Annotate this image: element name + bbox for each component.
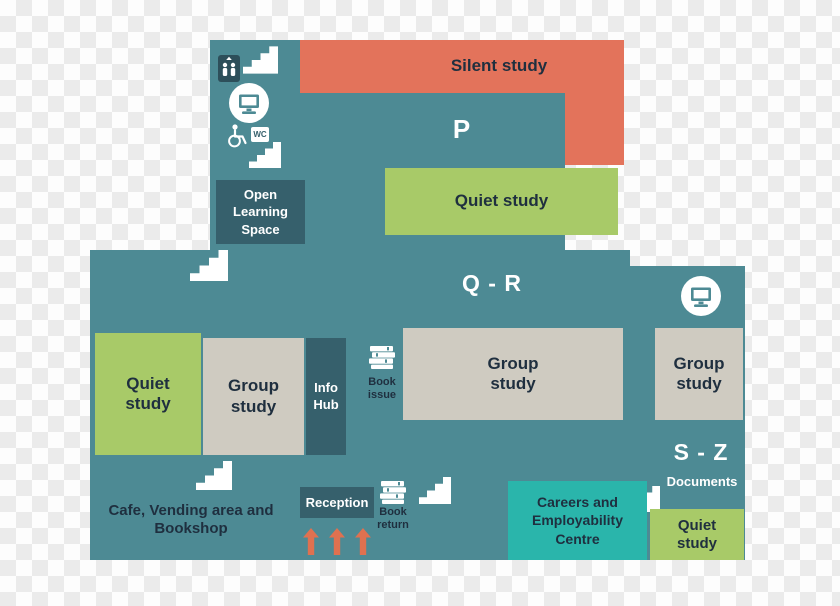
up-arrow-icon bbox=[329, 528, 345, 555]
group-study-centre-label: Group study bbox=[487, 353, 539, 393]
cafe-area-label: Cafe, Vending area and Bookshop bbox=[108, 502, 274, 537]
stairs-icon bbox=[196, 461, 232, 490]
wc-icon: WC bbox=[251, 127, 269, 142]
wc-icon-label: WC bbox=[253, 130, 267, 139]
group-study-left-area: Group study bbox=[203, 338, 304, 455]
zone-p-label-wrap: P bbox=[300, 93, 624, 165]
documents-label-wrap: Documents bbox=[660, 473, 744, 490]
open-learning-space-area: Open Learning Space bbox=[216, 180, 305, 244]
zone-sz-label: S - Z bbox=[673, 438, 729, 465]
entrance-arrows bbox=[300, 528, 374, 556]
book-issue-label-wrap: Book issue bbox=[354, 374, 410, 404]
computer-icon bbox=[681, 276, 721, 316]
reception-area: Reception bbox=[300, 487, 374, 518]
careers-centre-label: Careers and Employability Centre bbox=[531, 494, 624, 547]
computer-icon bbox=[229, 83, 269, 123]
book-issue-label: Book issue bbox=[367, 375, 397, 401]
up-arrow-icon bbox=[355, 528, 371, 555]
documents-label: Documents bbox=[666, 474, 738, 489]
up-arrow-icon bbox=[303, 528, 319, 555]
books-icon bbox=[380, 481, 406, 504]
silent-study-label-wrap: Silent study bbox=[364, 40, 634, 93]
quiet-study-bottom-label: Quiet study bbox=[676, 516, 717, 552]
book-return-label: Book return bbox=[377, 505, 409, 531]
group-study-centre-area: Group study bbox=[403, 328, 623, 420]
silent-study-label: Silent study bbox=[450, 56, 548, 76]
quiet-study-left-label: Quiet study bbox=[125, 373, 171, 413]
stairs-icon bbox=[249, 142, 281, 168]
cafe-area-label-wrap: Cafe, Vending area and Bookshop bbox=[100, 502, 282, 538]
quiet-study-left-area: Quiet study bbox=[95, 333, 201, 455]
zone-sz-label-wrap: S - Z bbox=[662, 438, 740, 466]
careers-centre-area: Careers and Employability Centre bbox=[508, 481, 647, 560]
quiet-study-bottom-area: Quiet study bbox=[650, 509, 744, 560]
zone-p-label: P bbox=[452, 113, 472, 144]
book-return-label-wrap: Book return bbox=[366, 505, 420, 533]
open-learning-space-label: Open Learning Space bbox=[233, 186, 288, 237]
stairs-icon bbox=[419, 477, 451, 504]
group-study-left-label: Group study bbox=[228, 376, 279, 416]
group-study-right-label: Group study bbox=[673, 353, 725, 393]
info-hub-area: Info Hub bbox=[306, 338, 346, 455]
info-hub-label: Info Hub bbox=[313, 379, 339, 412]
quiet-study-top-area: Quiet study bbox=[385, 168, 618, 235]
group-study-right-area: Group study bbox=[655, 328, 743, 420]
lift-icon bbox=[218, 55, 240, 82]
zone-qr-label-wrap: Q - R bbox=[380, 266, 604, 300]
quiet-study-top-label: Quiet study bbox=[454, 191, 549, 211]
wheelchair-icon bbox=[227, 124, 247, 148]
zone-qr-label: Q - R bbox=[462, 269, 522, 296]
reception-label: Reception bbox=[305, 495, 369, 510]
books-icon bbox=[369, 346, 395, 369]
zone-p-floor-inner bbox=[300, 93, 565, 165]
stairs-icon bbox=[243, 46, 278, 74]
stairs-icon bbox=[190, 250, 228, 281]
